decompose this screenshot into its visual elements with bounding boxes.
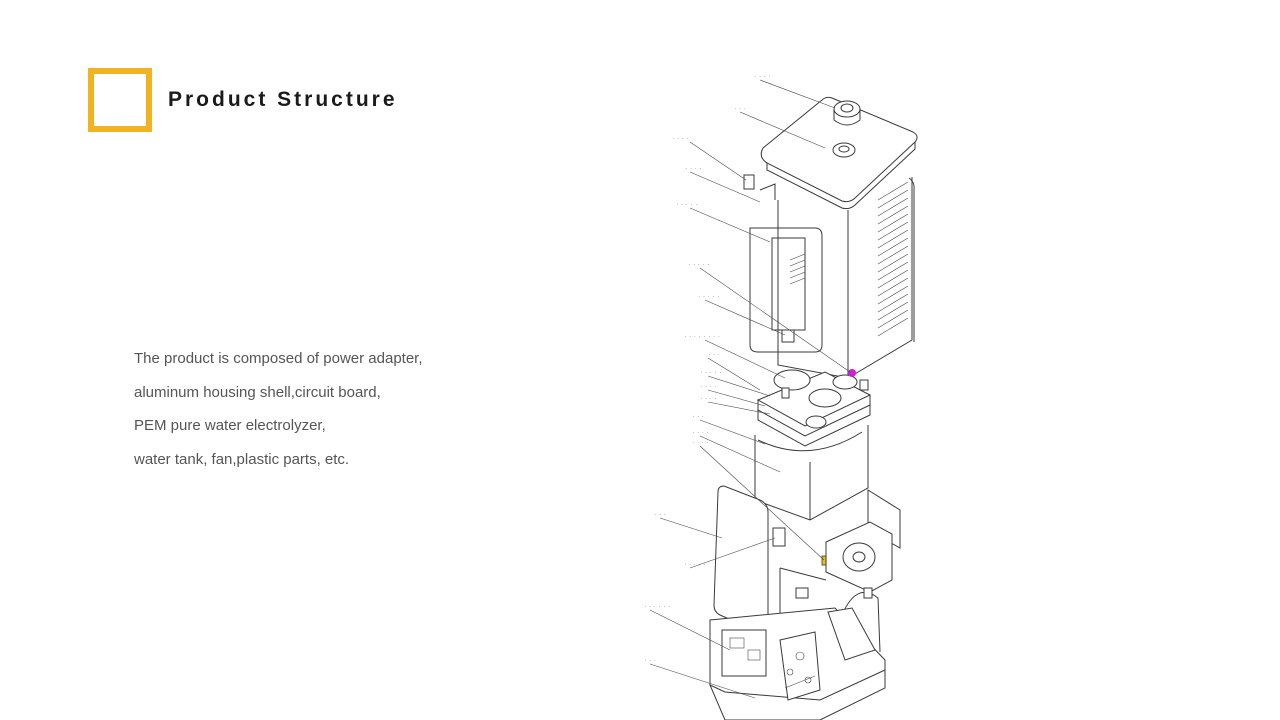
base-plate [709,607,886,720]
svg-text:· · ·: · · · [654,512,666,517]
logo-square [88,68,152,132]
svg-text:· · · ·: · · · · [700,384,717,389]
svg-text:· · ·: · · · [734,106,746,111]
svg-text:· · · · ·: · · · · · [700,370,722,375]
svg-text:· · · · · · · ·: · · · · · · · · [684,334,720,339]
svg-text:· · ·: · · · [644,658,656,663]
svg-text:· · · · ·: · · · · · [688,262,710,267]
aluminum-housing-shell [743,174,915,379]
fan [825,521,893,593]
leader-lines [649,79,851,699]
svg-text:· · · ·: · · · · [700,396,717,401]
description-line: aluminum housing shell,circuit board, [134,383,381,401]
svg-text:· · · ·: · · · · [754,74,771,79]
svg-text:· · · ·: · · · · [692,430,709,435]
product-description: The product is composed of power adapter… [134,342,494,476]
svg-text:· · · · ·: · · · · · [684,562,706,567]
callout-marker [848,369,856,377]
svg-text:· · ·: · · · [708,352,720,357]
svg-text:· · · · · ·: · · · · · · [644,604,671,609]
description-line: The product is composed of power adapter… [134,350,423,367]
pem-electrolyzer [756,369,872,447]
tank-lid [760,96,918,210]
svg-text:· · · ·: · · · · [692,440,709,445]
svg-text:· · ·: · · · [692,414,704,419]
description-line: water tank, fan,plastic parts, etc. [134,450,350,468]
exploded-view-svg: · · · · · · · · · · · · · · · · · · · · … [644,74,918,720]
svg-text:· · · ·: · · · · [672,136,689,141]
part-labels: · · · · · · · · · · · · · · · · · · · · … [644,74,771,663]
svg-text:· · · · ·: · · · · · [698,294,720,299]
page-title: Product Structure [168,88,398,111]
svg-text:· · · ·: · · · · [685,166,702,171]
svg-text:· · · · ·: · · · · · [676,202,698,207]
description-line: PEM pure water electrolyzer, [134,417,326,434]
exploded-structure-diagram: · · · · · · · · · · · · · · · · · · · · … [630,60,950,720]
